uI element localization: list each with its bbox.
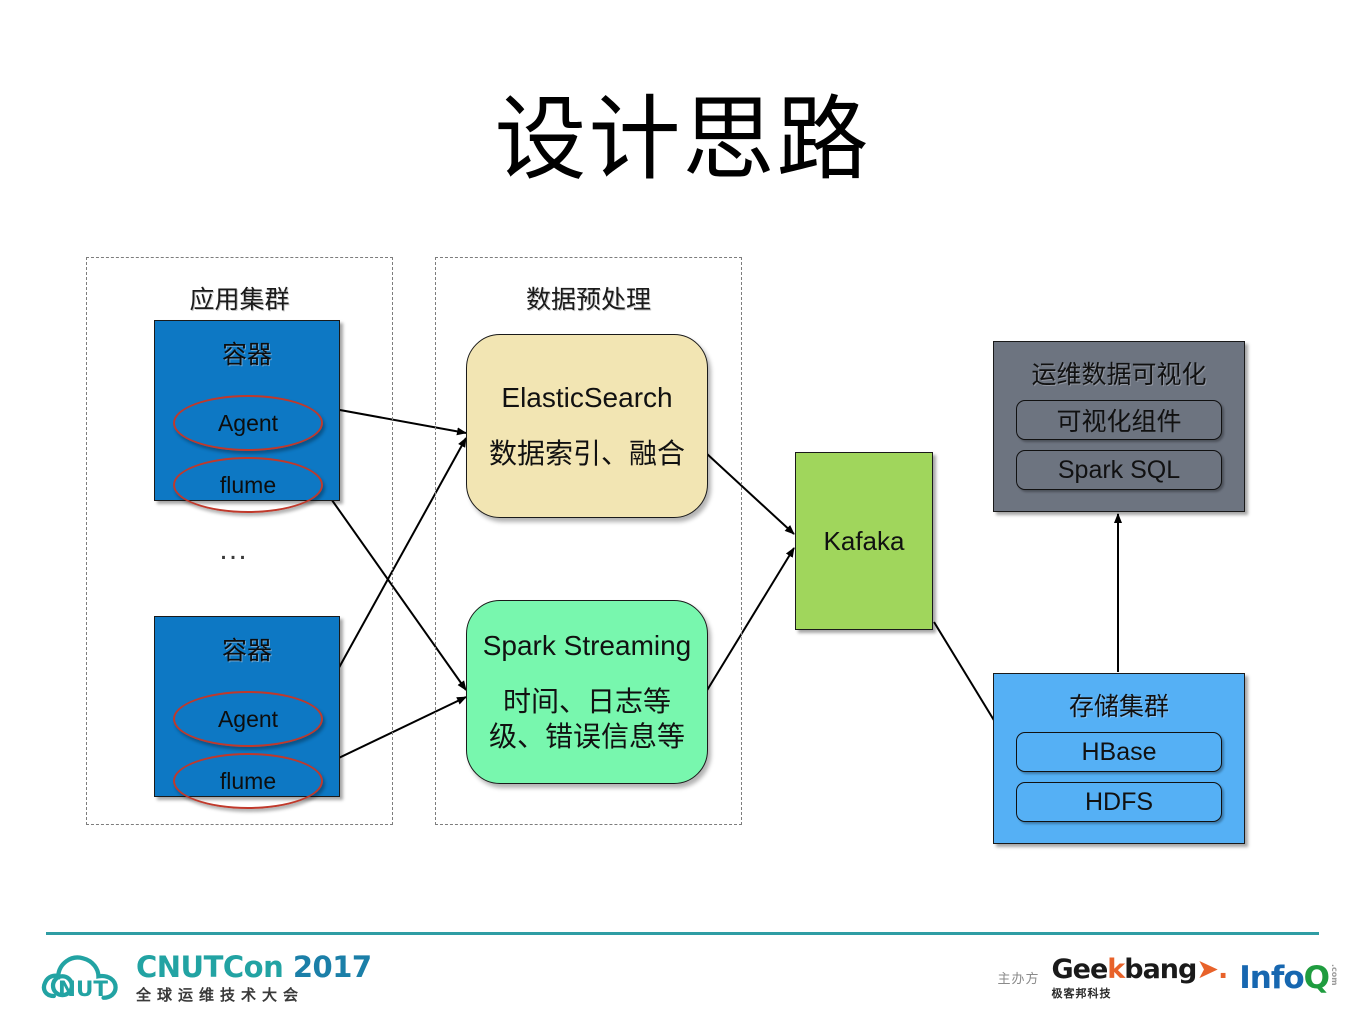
agent-ellipse-1[interactable]: Agent <box>173 395 323 451</box>
hdfs-pill[interactable]: HDFS <box>1016 782 1222 822</box>
group-app-cluster: 应用集群 <box>86 257 393 825</box>
container-2-title: 容器 <box>221 636 272 665</box>
cnutcon-name: CNUTCon 2017 <box>136 953 372 982</box>
flume-ellipse-1[interactable]: flume <box>173 457 323 513</box>
infoq-dotcom: .com <box>1330 963 1339 986</box>
agent-ellipse-2-label: Agent <box>217 705 279 732</box>
agent-ellipse-2[interactable]: Agent <box>173 691 323 747</box>
elasticsearch-subtitle: 数据索引、融合 <box>488 436 685 470</box>
cnutcon-tagline: 全球运维技术大会 <box>136 986 305 1004</box>
container-node-1[interactable]: 容器 Agent flume <box>154 320 340 513</box>
slide-footer: NUT CNUTCon 2017 全球运维技术大会 主办方 Geekbang➤.… <box>0 940 1365 1023</box>
geekbang-part2: bang <box>1124 954 1197 985</box>
infoq-info: Info <box>1239 959 1304 996</box>
cnutcon-name-text: CNUTCon <box>136 950 284 984</box>
container-node-2[interactable]: 容器 Agent flume <box>154 616 340 809</box>
group-data-preprocess: 数据预处理 <box>435 257 742 825</box>
hdfs-label: HDFS <box>1084 787 1154 816</box>
geekbang-k: k <box>1107 954 1125 985</box>
architecture-diagram: 应用集群 容器 Agent flume … 容器 Agent flume 数据预… <box>86 257 1245 844</box>
infoq-q: Q <box>1303 959 1330 996</box>
group-app-cluster-label: 应用集群 <box>189 285 290 314</box>
container-1-title: 容器 <box>221 340 272 369</box>
spark-sql-pill[interactable]: Spark SQL <box>1016 450 1222 490</box>
hbase-pill[interactable]: HBase <box>1016 732 1222 772</box>
cnutcon-text: CNUTCon 2017 全球运维技术大会 <box>136 953 372 1003</box>
geekbang-wordmark: Geekbang➤. <box>1051 954 1228 985</box>
footer-divider <box>46 932 1319 935</box>
cnutcon-logo: NUT CNUTCon 2017 全球运维技术大会 <box>40 948 372 1008</box>
containers-ellipsis: … <box>218 533 251 566</box>
elasticsearch-node[interactable]: ElasticSearch 数据索引、融合 <box>466 334 708 518</box>
cnutcon-year: 2017 <box>292 950 372 984</box>
geekbang-cn-name: 极客邦科技 <box>1051 987 1112 1000</box>
flume-ellipse-2-label: flume <box>219 767 277 794</box>
geekbang-part1: Gee <box>1051 954 1108 985</box>
spark-streaming-title: Spark Streaming <box>482 630 692 661</box>
storage-panel-title: 存储集群 <box>1068 692 1169 721</box>
group-data-preprocess-label: 数据预处理 <box>525 285 651 314</box>
storage-panel[interactable]: 存储集群 HBase HDFS <box>993 673 1245 844</box>
page-title: 设计思路 <box>494 86 871 193</box>
geekbang-logo: Geekbang➤. 极客邦科技 <box>1051 954 1228 1000</box>
elasticsearch-title: ElasticSearch <box>501 381 673 413</box>
spark-streaming-subtitle-line1: 时间、日志等 <box>502 685 671 718</box>
host-label: 主办方 <box>997 972 1040 987</box>
spark-streaming-node[interactable]: Spark Streaming 时间、日志等 级、错误信息等 <box>466 600 708 784</box>
flume-ellipse-2[interactable]: flume <box>173 753 323 809</box>
kafaka-label: Kafaka <box>823 525 905 556</box>
agent-ellipse-1-label: Agent <box>217 409 279 436</box>
spark-sql-label: Spark SQL <box>1057 455 1181 484</box>
flume-ellipse-1-label: flume <box>219 471 277 498</box>
hbase-label: HBase <box>1081 737 1157 766</box>
visualization-panel[interactable]: 运维数据可视化 可视化组件 Spark SQL <box>993 341 1245 512</box>
geekbang-arrow-icon: ➤. <box>1196 954 1228 985</box>
kafaka-node[interactable]: Kafaka <box>795 452 933 630</box>
cnut-cloud-icon: NUT <box>41 955 118 1002</box>
svg-text:NUT: NUT <box>58 977 108 1002</box>
visualization-panel-title: 运维数据可视化 <box>1031 360 1207 389</box>
visualization-component-label: 可视化组件 <box>1056 407 1182 436</box>
spark-streaming-subtitle-line2: 级、错误信息等 <box>488 720 685 753</box>
visualization-component-pill[interactable]: 可视化组件 <box>1016 400 1222 440</box>
